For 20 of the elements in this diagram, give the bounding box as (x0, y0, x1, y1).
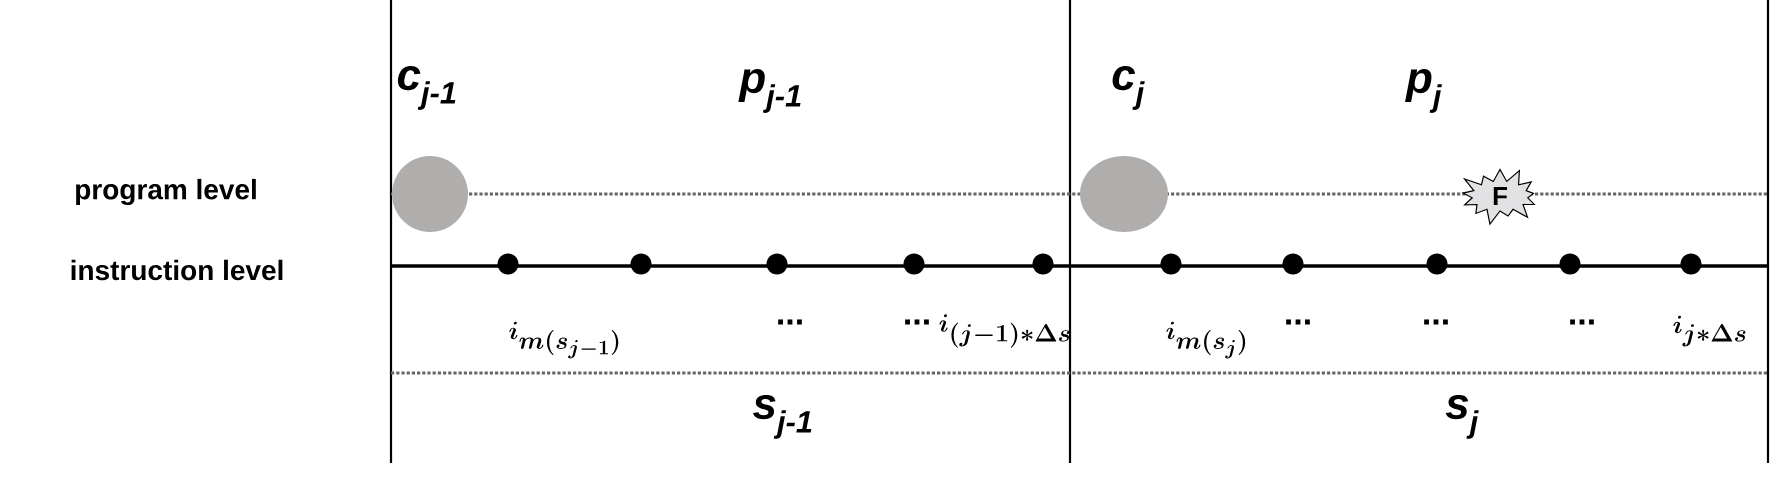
instruction-label: $i_{m(s_j)}$ (1166, 321, 1246, 359)
ellipsis: ... (1424, 319, 1448, 325)
program-label: p$_{j}$ (1405, 69, 1442, 113)
checkpoint-circle (392, 156, 468, 232)
program-label: p$_{j-1}$ (738, 69, 801, 113)
ellipsis: ... (778, 319, 802, 325)
ellipsis: ... (905, 319, 929, 325)
ellipsis: ... (1286, 319, 1310, 325)
instruction-label: $i_{(j-1)*\Delta s}$ (939, 314, 1070, 348)
level-label: instruction level (71, 259, 283, 281)
checkpoint-label: c$_{j-1}$ (397, 66, 456, 110)
checkpoint-circle (1080, 156, 1168, 232)
segment-label: s$_{j}$ (1445, 395, 1479, 439)
instruction-label: $i_{m(s_{j-1})}$ (509, 321, 619, 359)
instruction-label: $i_{j*\Delta s}$ (1673, 315, 1746, 347)
checkpoint-label: c$_{j}$ (1112, 66, 1145, 110)
failure-burst: F (1461, 168, 1536, 226)
level-label: program level (76, 178, 256, 206)
ellipsis: ... (1570, 319, 1594, 325)
segment-label: s$_{j-1}$ (753, 395, 812, 439)
